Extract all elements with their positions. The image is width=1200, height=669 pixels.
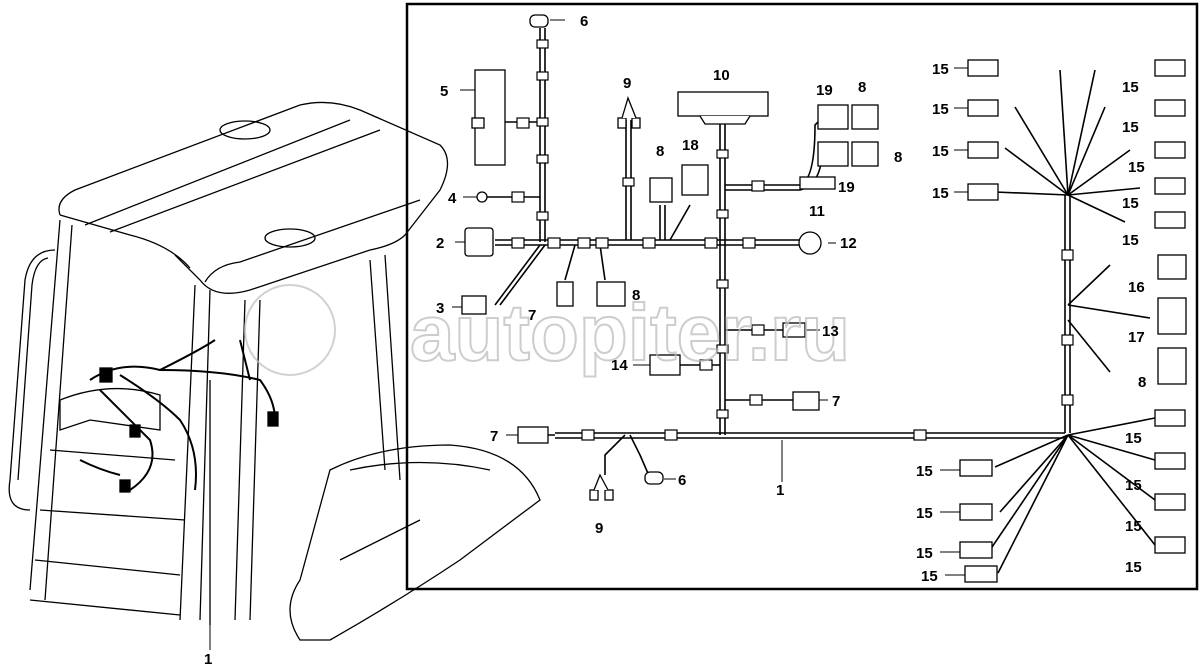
- callout-15: 15: [1125, 559, 1142, 576]
- callout-15: 15: [1122, 195, 1139, 212]
- component-8-d: [596, 281, 626, 307]
- component-18: [681, 164, 709, 196]
- callout-14: 14: [611, 357, 628, 374]
- component-8-b: [851, 104, 879, 130]
- callout-9-lower: 9: [595, 520, 603, 537]
- callout-18: 18: [682, 137, 699, 154]
- callout-19-b: 19: [838, 179, 855, 196]
- callout-16: 16: [1128, 279, 1145, 296]
- component-10: [677, 91, 769, 117]
- callout-8-b: 8: [858, 79, 866, 96]
- callout-8-c: 8: [894, 149, 902, 166]
- callout-1-cab: 1: [204, 651, 212, 668]
- component-7-a: [556, 281, 574, 307]
- callout-10: 10: [713, 67, 730, 84]
- callout-11: 11: [809, 203, 825, 220]
- callout-9-upper: 9: [623, 75, 631, 92]
- components: [461, 14, 1187, 583]
- callout-17: 17: [1128, 329, 1145, 346]
- watermark: autopiter.ru: [410, 288, 850, 377]
- callout-19-a: 19: [816, 82, 833, 99]
- callout-5: 5: [440, 83, 448, 100]
- component-8-e: [1157, 347, 1187, 385]
- callout-15: 15: [916, 463, 933, 480]
- component-9-upper-a: [617, 117, 627, 129]
- callout-8-e: 8: [1138, 374, 1146, 391]
- diagram-frame: [405, 2, 1199, 591]
- callout-12: 12: [840, 235, 857, 252]
- callout-15: 15: [1125, 477, 1142, 494]
- component-6-lower: [644, 471, 664, 485]
- component-17: [1157, 297, 1187, 335]
- callout-15: 15: [916, 505, 933, 522]
- component-8-c: [851, 141, 879, 167]
- component-2: [464, 227, 494, 257]
- callout-15: 15: [916, 545, 933, 562]
- callout-8-a: 8: [656, 143, 664, 160]
- callout-15: 15: [932, 61, 949, 78]
- callout-15: 15: [932, 143, 949, 160]
- component-9-lower: [589, 489, 599, 501]
- callout-15: 15: [1125, 430, 1142, 447]
- callout-7-mid: 7: [528, 307, 536, 324]
- callout-3: 3: [436, 300, 444, 317]
- component-16: [1157, 254, 1187, 280]
- component-12: [798, 231, 822, 255]
- callout-6-bottom: 6: [678, 472, 686, 489]
- callout-15: 15: [1122, 119, 1139, 136]
- callout-1-harness: 1: [776, 482, 784, 499]
- component-4: [476, 191, 488, 203]
- callouts: 1 1 2 3 4 5 6 6 7 7 7 8 8 8 8 8 9 9 10 1…: [204, 13, 1146, 668]
- component-7-c: [517, 426, 549, 444]
- callout-6-top: 6: [580, 13, 588, 30]
- connector-bands: [511, 39, 1074, 441]
- callout-15: 15: [932, 185, 949, 202]
- callout-15: 15: [1128, 159, 1145, 176]
- callout-13: 13: [822, 323, 839, 340]
- component-3: [461, 295, 487, 315]
- callout-15: 15: [1125, 518, 1142, 535]
- component-6-top: [529, 14, 549, 28]
- watermark-logo: [244, 284, 336, 376]
- callout-7-left: 7: [490, 428, 498, 445]
- callout-8-d: 8: [632, 287, 640, 304]
- harness-trunks: [485, 28, 1156, 574]
- leader-lines: [209, 19, 968, 650]
- callout-15: 15: [1122, 232, 1139, 249]
- callout-2: 2: [436, 235, 444, 252]
- component-13: [782, 322, 806, 338]
- component-8-a: [649, 177, 673, 203]
- callout-7-right: 7: [832, 393, 840, 410]
- callout-4: 4: [448, 190, 457, 207]
- component-11: [799, 176, 836, 190]
- component-7-b: [792, 391, 820, 411]
- cab-illustration: [8, 101, 541, 641]
- callout-15: 15: [921, 568, 938, 585]
- component-19-b: [817, 141, 849, 167]
- callout-15: 15: [932, 101, 949, 118]
- callout-15: 15: [1122, 79, 1139, 96]
- component-19-a: [817, 104, 849, 130]
